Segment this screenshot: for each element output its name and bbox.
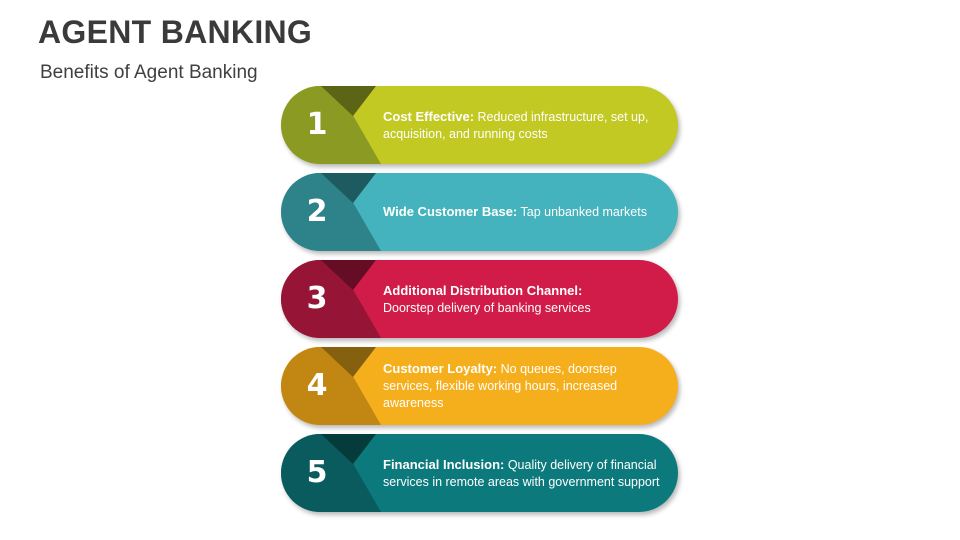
benefit-description: Reduced infrastructure, set up, acquisit… bbox=[383, 109, 649, 141]
pill-shape bbox=[281, 260, 381, 338]
benefit-heading: Wide Customer Base: bbox=[383, 204, 518, 219]
benefit-text: Additional Distribution Channel: Doorste… bbox=[383, 260, 665, 338]
number-cap bbox=[281, 260, 381, 338]
benefit-heading: Financial Inclusion: bbox=[383, 456, 505, 472]
benefit-heading: Customer Loyalty: bbox=[383, 361, 498, 376]
pill-shape bbox=[281, 347, 381, 425]
pill-shape bbox=[281, 434, 381, 512]
benefit-pill: 3 Additional Distribution Channel: Doors… bbox=[281, 260, 678, 338]
benefit-text: Cost Effective: Reduced infrastructure, … bbox=[383, 86, 665, 164]
number-cap bbox=[281, 173, 381, 251]
fold-shade bbox=[321, 260, 376, 290]
number-cap bbox=[281, 434, 381, 512]
benefit-item-1: 1 Cost Effective: Reduced infrastructure… bbox=[281, 86, 678, 164]
benefit-text: Financial Inclusion: Quality delivery of… bbox=[383, 434, 665, 512]
pill-shape bbox=[281, 86, 381, 164]
benefit-number: 2 bbox=[306, 194, 328, 229]
benefit-item-4: 4 Customer Loyalty: No queues, doorstep … bbox=[281, 347, 678, 425]
benefit-heading: Additional Distribution Channel: bbox=[383, 282, 583, 298]
benefit-heading: Cost Effective: bbox=[383, 108, 475, 124]
page-title: AGENT BANKING bbox=[38, 14, 313, 50]
benefit-number: 3 bbox=[306, 281, 328, 316]
benefit-item-5: 5 Financial Inclusion: Quality delivery … bbox=[281, 434, 678, 512]
fold-shade bbox=[321, 86, 376, 116]
fold-shade bbox=[321, 347, 376, 377]
fold-shade bbox=[321, 173, 376, 203]
number-cap bbox=[281, 347, 381, 425]
benefit-pill: 1 Cost Effective: Reduced infrastructure… bbox=[281, 86, 678, 164]
benefit-pill: 5 Financial Inclusion: Quality delivery … bbox=[281, 434, 678, 512]
benefit-description: Tap unbanked markets bbox=[517, 205, 647, 219]
benefit-number: 4 bbox=[306, 368, 328, 403]
benefit-item-3: 3 Additional Distribution Channel: Doors… bbox=[281, 260, 678, 338]
benefit-number: 5 bbox=[306, 455, 328, 490]
benefit-description: Doorstep delivery of banking services bbox=[383, 300, 591, 315]
benefit-description: No queues, doorstep services, flexible w… bbox=[383, 362, 618, 410]
fold-shade bbox=[321, 434, 376, 464]
benefit-pill: 4 Customer Loyalty: No queues, doorstep … bbox=[281, 347, 678, 425]
benefit-description: Quality delivery of financial services i… bbox=[383, 457, 660, 489]
pill-shape bbox=[281, 173, 381, 251]
benefit-text: Customer Loyalty: No queues, doorstep se… bbox=[383, 347, 665, 425]
page-subtitle: Benefits of Agent Banking bbox=[40, 62, 258, 83]
benefit-text: Wide Customer Base: Tap unbanked markets bbox=[383, 173, 665, 251]
benefit-item-2: 2 Wide Customer Base: Tap unbanked marke… bbox=[281, 173, 678, 251]
benefit-number: 1 bbox=[306, 107, 328, 142]
number-cap bbox=[281, 86, 381, 164]
benefit-pill: 2 Wide Customer Base: Tap unbanked marke… bbox=[281, 173, 678, 251]
